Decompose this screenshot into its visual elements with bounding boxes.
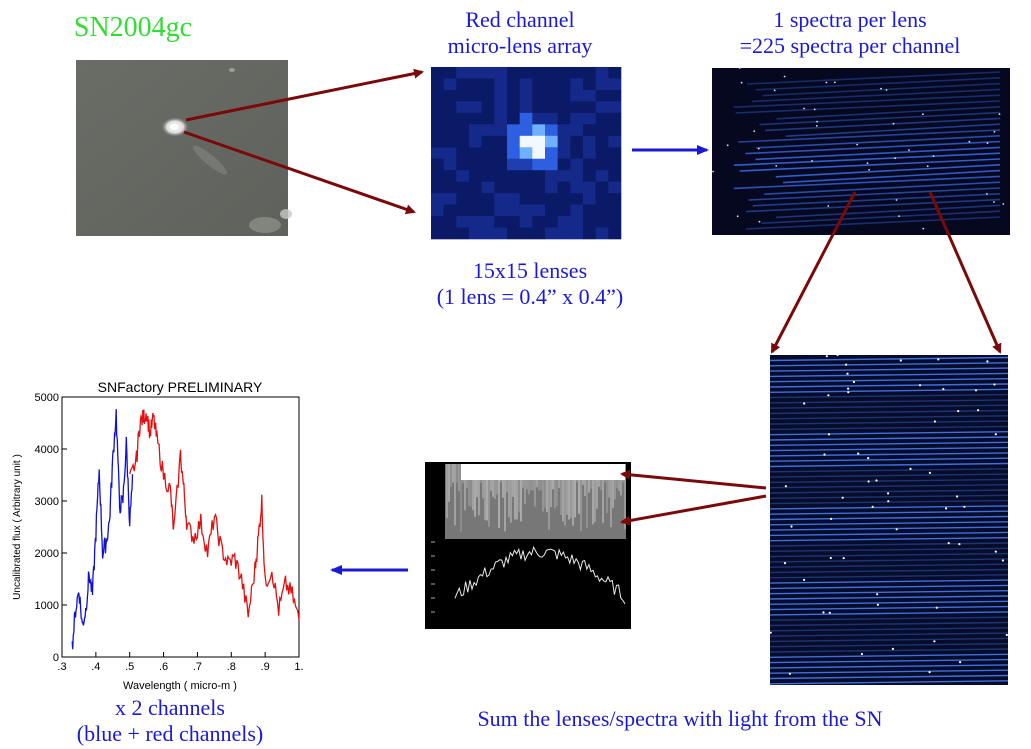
spectra-line2: =225 spectra per channel [739,33,961,58]
y-tick-label: 2000 [35,548,59,560]
red-channel-line2: micro-lens array [447,33,593,58]
chart-title: SNFactory PRELIMINARY [98,379,263,395]
arrow-zoom-to-extract-bottom [620,494,767,526]
spectra-line1: 1 spectra per lens [773,7,927,32]
x-tick-label: .6 [159,661,168,673]
blue-channel-series [71,409,134,650]
y-tick-label: 1000 [35,600,59,612]
x-tick-label: .7 [193,661,202,673]
y-tick-label: 0 [53,652,59,664]
channels-line2: (blue + red channels) [76,721,264,746]
x-tick-label: .9 [261,661,270,673]
spectra-per-lens-label: 1 spectra per lens =225 spectra per chan… [700,7,1000,59]
red-channel-series [129,409,300,621]
x-tick-label: 1. [294,661,303,673]
y-tick-label: 5000 [35,392,59,404]
supernova-label: SN2004gc [73,12,193,43]
lenses-line2: (1 lens = 0.4” x 0.4”) [436,284,624,309]
y-tick-label: 4000 [35,444,59,456]
lenses-line1: 15x15 lenses [472,258,588,283]
spectrum-chart: .3 .4 .5 .6 .7 .8 .9 1. 0 1000 2000 3000 4000 5000 SN… [12,379,304,692]
sn-field-image [76,60,292,236]
red-channel-line1: Red channel [465,7,575,32]
x-tick-label: .8 [227,661,236,673]
y-tick-label: 3000 [35,496,59,508]
spectra-detector-image [712,67,1010,235]
arrow-zoom-to-extract-top [620,469,767,490]
chart-ylabel: Uncalibrated flux ( Arbitrary unit ) [12,454,23,600]
arrow-spectra-to-zoom-left [770,191,857,354]
x-tick-label: .3 [57,661,66,673]
extracted-spectrum-image [425,462,631,629]
channels-line1: x 2 channels [115,695,225,720]
sum-lenses-label: Sum the lenses/spectra with light from t… [477,706,883,731]
micro-lens-array-image [431,67,622,240]
x-tick-label: .5 [125,661,134,673]
lenses-count-label: 15x15 lenses (1 lens = 0.4” x 0.4”) [400,258,660,310]
arrow-sn-to-lens-top [185,68,424,122]
plot-frame [61,396,300,658]
x-tick-label: .4 [91,661,100,673]
arrow-spectra-to-zoom-right [928,191,1002,354]
zoomed-spectra-image [769,353,1009,685]
arrow-sn-to-lens-bottom [183,130,416,215]
channels-label: x 2 channels (blue + red channels) [40,695,300,747]
chart-xlabel: Wavelength ( micro-m ) [123,680,237,692]
red-channel-label: Red channel micro-lens array [420,7,620,59]
